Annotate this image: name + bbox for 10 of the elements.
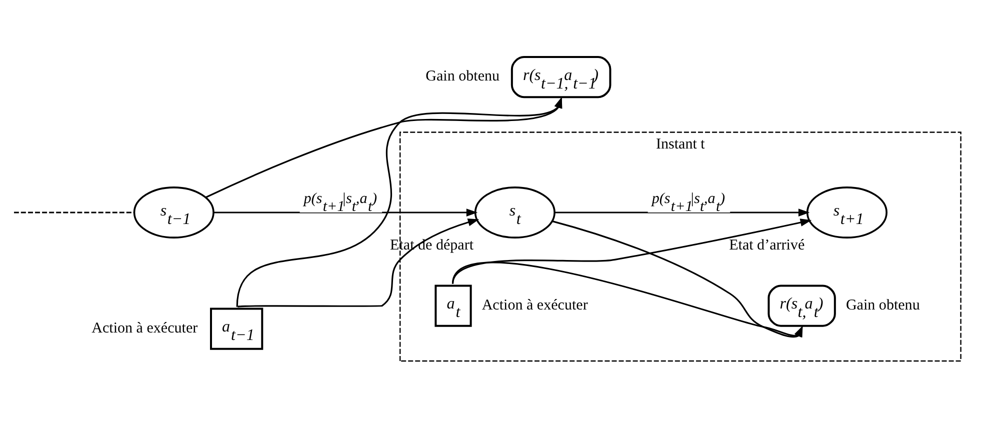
arrow	[554, 208, 810, 216]
node-label: Action à exécuter	[482, 297, 588, 314]
arrow	[236, 218, 480, 308]
arrow	[214, 208, 478, 216]
node-label: Gain obtenu	[846, 297, 920, 314]
node-label: Gain obtenu	[426, 68, 500, 85]
arrow	[452, 218, 812, 284]
connector	[14, 212, 134, 214]
node-label: Etat d’arrivé	[729, 238, 805, 254]
node-label: Action à exécuter	[92, 320, 198, 336]
